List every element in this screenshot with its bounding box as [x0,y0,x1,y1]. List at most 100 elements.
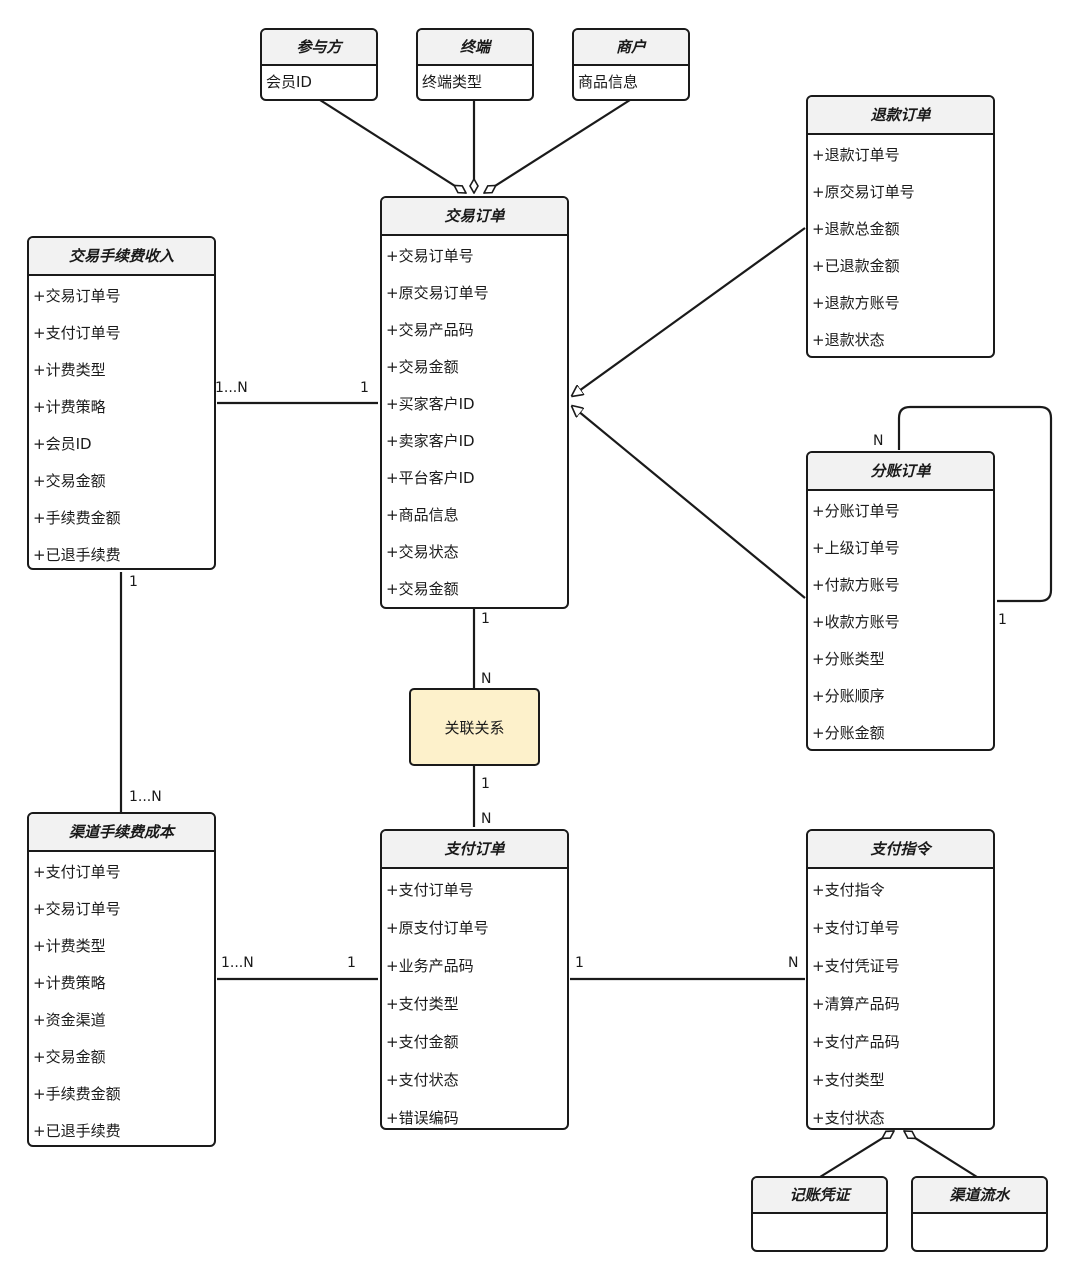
entity-field: +资金渠道 [33,1011,106,1029]
entity-title: 终端 [418,30,532,66]
channel-flow-entity[interactable]: 渠道流水 [911,1176,1048,1252]
entity-field: +计费策略 [33,398,106,416]
entity-field: +退款订单号 [812,146,900,164]
entity-field: +已退款金额 [812,257,900,275]
entity-title: 分账订单 [808,453,993,491]
entity-field: +支付类型 [386,995,459,1013]
entity-field: +支付金额 [386,1033,459,1051]
entity-title: 支付指令 [808,831,993,869]
entity-field: +商品信息 [386,506,459,524]
entity-field: +计费策略 [33,974,106,992]
multiplicity-label: 1 [481,776,490,792]
entity-field: +卖家客户ID [386,432,475,450]
entity-field: 会员ID [266,73,312,91]
entity-field: +交易金额 [386,358,459,376]
split-inheritance-arrow [572,406,806,599]
entity-field: +交易订单号 [386,247,474,265]
entity-title: 渠道流水 [913,1178,1046,1214]
split-self-association [897,405,1053,603]
entity-field: +业务产品码 [386,957,474,975]
entity-field: +支付指令 [812,881,885,899]
entity-field: +手续费金额 [33,509,121,527]
entity-field: +支付状态 [386,1071,459,1089]
multiplicity-label: 1...N [215,380,248,396]
entity-field: +交易金额 [33,1048,106,1066]
multiplicity-label: N [873,433,884,449]
entity-field: +收款方账号 [812,613,900,631]
merchant-entity[interactable]: 商户 商品信息 [572,28,690,101]
entity-field: +退款总金额 [812,220,900,238]
entity-field: +分账顺序 [812,687,885,705]
fee-income-entity[interactable]: 交易手续费收入 +交易订单号 +支付订单号 +计费类型 +计费策略 +会员ID … [27,236,216,570]
entity-title: 商户 [574,30,688,66]
entity-field: +原交易订单号 [812,183,915,201]
voucher-aggregation-line [819,1130,894,1178]
entity-field: +交易订单号 [33,900,121,918]
entity-field: +错误编码 [386,1109,459,1127]
relation-note[interactable]: 关联关系 [409,688,540,766]
entity-field: +分账订单号 [812,502,900,520]
entity-field: 终端类型 [422,73,483,91]
entity-field: +支付订单号 [812,919,900,937]
relation-title: 关联关系 [444,718,505,737]
entity-field: +已退手续费 [33,546,121,564]
entity-field: 商品信息 [578,73,639,91]
entity-field: +退款方账号 [812,294,900,312]
entity-title: 交易订单 [382,198,567,236]
entity-field: +支付订单号 [33,324,121,342]
pay-order-entity[interactable]: 支付订单 +支付订单号 +原支付订单号 +业务产品码 +支付类型 +支付金额 +… [380,829,569,1130]
multiplicity-label: N [481,671,492,687]
entity-field: +平台客户ID [386,469,475,487]
entity-field: +支付订单号 [33,863,121,881]
refund-inheritance-arrow [572,227,806,396]
entity-title: 参与方 [262,30,376,66]
entity-field: +交易金额 [386,580,459,598]
entity-field: +会员ID [33,435,92,453]
refund-order-entity[interactable]: 退款订单 +退款订单号 +原交易订单号 +退款总金额 +已退款金额 +退款方账号… [806,95,995,358]
pay-instruction-entity[interactable]: 支付指令 +支付指令 +支付订单号 +支付凭证号 +清算产品码 +支付产品码 +… [806,829,995,1130]
trade-order-entity[interactable]: 交易订单 +交易订单号 +原交易订单号 +交易产品码 +交易金额 +买家客户ID… [380,196,569,609]
entity-field: +交易订单号 [33,287,121,305]
entity-field: +原交易订单号 [386,284,489,302]
terminal-entity[interactable]: 终端 终端类型 [416,28,534,101]
multiplicity-label: N [481,811,492,827]
multiplicity-label: 1 [998,612,1007,628]
entity-field: +原支付订单号 [386,919,489,937]
multiplicity-label: 1...N [221,955,254,971]
multiplicity-label: 1 [481,611,490,627]
entity-field: +计费类型 [33,937,106,955]
split-order-entity[interactable]: 分账订单 +分账订单号 +上级订单号 +付款方账号 +收款方账号 +分账类型 +… [806,451,995,751]
entity-field: +清算产品码 [812,995,900,1013]
entity-title: 退款订单 [808,97,993,135]
entity-field: +已退手续费 [33,1122,121,1140]
participant-aggregation-line [319,99,466,194]
multiplicity-label: 1 [347,955,356,971]
multiplicity-label: 1 [360,380,369,396]
channel-fee-entity[interactable]: 渠道手续费成本 +支付订单号 +交易订单号 +计费类型 +计费策略 +资金渠道 … [27,812,216,1147]
entity-field: +支付状态 [812,1109,885,1127]
multiplicity-label: 1 [129,574,138,590]
entity-field: +支付凭证号 [812,957,900,975]
voucher-entity[interactable]: 记账凭证 [751,1176,888,1252]
entity-field: +计费类型 [33,361,106,379]
entity-field: +支付订单号 [386,881,474,899]
entity-title: 支付订单 [382,831,567,869]
entity-field: +交易状态 [386,543,459,561]
channel-flow-aggregation-line [904,1130,978,1178]
entity-field: +手续费金额 [33,1085,121,1103]
entity-field: +支付类型 [812,1071,885,1089]
entity-title: 记账凭证 [753,1178,886,1214]
entity-title: 交易手续费收入 [29,238,214,276]
merchant-aggregation-line [484,99,631,194]
participant-entity[interactable]: 参与方 会员ID [260,28,378,101]
multiplicity-label: N [788,955,799,971]
multiplicity-label: 1 [575,955,584,971]
entity-field: +交易产品码 [386,321,474,339]
multiplicity-label: 1...N [129,789,162,805]
entity-field: +分账类型 [812,650,885,668]
entity-field: +退款状态 [812,331,885,349]
entity-field: +上级订单号 [812,539,900,557]
entity-field: +付款方账号 [812,576,900,594]
entity-field: +交易金额 [33,472,106,490]
